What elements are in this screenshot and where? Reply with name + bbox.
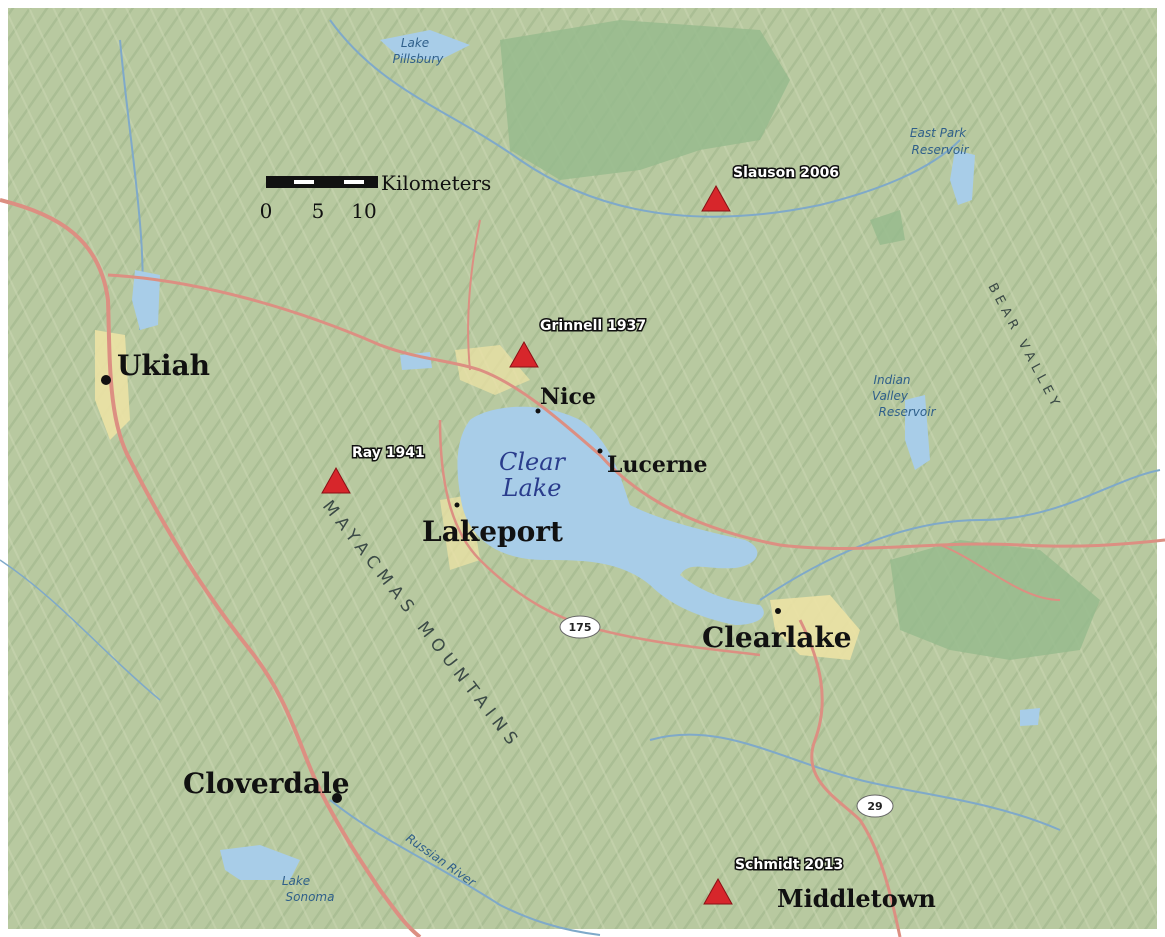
east-park-label-2: Reservoir bbox=[912, 143, 970, 157]
scale-tick-10: 10 bbox=[351, 199, 376, 223]
lake-sonoma bbox=[220, 845, 300, 880]
east-park-label-1: East Park bbox=[910, 126, 967, 140]
lakeport-dot bbox=[454, 502, 460, 508]
site-marker-triangle bbox=[701, 184, 731, 212]
national-forest-east bbox=[890, 540, 1100, 660]
scale-bar: Kilometers 0 5 10 bbox=[260, 171, 492, 223]
scale-tick-5: 5 bbox=[312, 199, 325, 223]
cloverdale-dot bbox=[332, 793, 342, 803]
river-russian-lower bbox=[329, 799, 601, 936]
site-slauson-label: Slauson 2006 bbox=[733, 165, 839, 181]
clear-lake-shape bbox=[457, 406, 764, 625]
national-forest-north bbox=[500, 20, 790, 180]
site-ray-label: Ray 1941 bbox=[352, 445, 425, 461]
lake-pillsbury bbox=[380, 30, 470, 60]
highway-29-shield: 29 bbox=[856, 794, 894, 818]
river-putah bbox=[649, 733, 1061, 831]
clearlake-dot bbox=[775, 608, 781, 614]
nice-label: Nice bbox=[540, 384, 596, 410]
lake-pillsbury-label-1: Lake bbox=[401, 36, 429, 50]
site-marker-triangle bbox=[509, 340, 539, 368]
site-grinnell-label: Grinnell 1937 bbox=[540, 318, 646, 334]
road-east bbox=[939, 544, 1061, 601]
highway-101 bbox=[0, 198, 422, 937]
highway-175 bbox=[438, 419, 761, 657]
lucerne-label: Lucerne bbox=[607, 452, 707, 478]
site-schmidt-label: Schmidt 2013 bbox=[735, 857, 843, 873]
highway-29-label: 29 bbox=[867, 800, 882, 813]
scale-unit-label: Kilometers bbox=[381, 171, 491, 195]
clear-lake-label-1: Clear bbox=[499, 448, 567, 476]
site-ray-1941: Ray 1941 bbox=[321, 444, 426, 494]
site-grinnell-1937: Grinnell 1937 bbox=[509, 317, 648, 368]
urban-clearlake bbox=[770, 595, 860, 660]
highway-175-label: 175 bbox=[569, 621, 592, 634]
ukiah-reservoir bbox=[132, 270, 160, 330]
middletown-label: Middletown bbox=[777, 884, 936, 913]
lake-sonoma-label-1: Lake bbox=[282, 874, 310, 888]
ukiah-dot bbox=[101, 375, 111, 385]
forest-patch bbox=[870, 210, 905, 245]
site-marker-triangle bbox=[703, 877, 733, 905]
clear-lake-label-2: Lake bbox=[502, 474, 562, 502]
site-schmidt-2013: Schmidt 2013 bbox=[703, 856, 845, 905]
indian-valley-label-3: Reservoir bbox=[879, 405, 937, 419]
highway-29 bbox=[798, 619, 902, 937]
lakeport-label: Lakeport bbox=[422, 515, 563, 548]
cloverdale-label: Cloverdale bbox=[183, 767, 350, 800]
site-slauson-2006: Slauson 2006 bbox=[701, 164, 841, 212]
river-cache-creek bbox=[759, 469, 1161, 601]
road-north bbox=[467, 219, 481, 371]
river-tributary-west bbox=[0, 559, 161, 701]
clearlake-label: Clearlake bbox=[702, 621, 852, 654]
river-eel bbox=[329, 19, 961, 218]
indian-valley-label-2: Valley bbox=[872, 389, 909, 403]
site-marker-triangle bbox=[321, 466, 351, 494]
scale-tick-0: 0 bbox=[260, 199, 273, 223]
highway-20 bbox=[107, 273, 1165, 551]
indian-valley-reservoir bbox=[905, 395, 930, 470]
highway-175-shield: 175 bbox=[559, 615, 601, 639]
lucerne-dot bbox=[597, 448, 603, 454]
small-lake-southeast bbox=[1020, 708, 1040, 726]
lake-pillsbury-label-2: Pillsbury bbox=[393, 52, 445, 66]
east-park-reservoir bbox=[950, 150, 975, 205]
urban-nice bbox=[455, 345, 530, 395]
indian-valley-label-1: Indian bbox=[873, 373, 910, 387]
ukiah-label: Ukiah bbox=[117, 349, 210, 382]
lake-sonoma-label-2: Sonoma bbox=[286, 890, 335, 904]
nice-dot bbox=[535, 408, 541, 414]
